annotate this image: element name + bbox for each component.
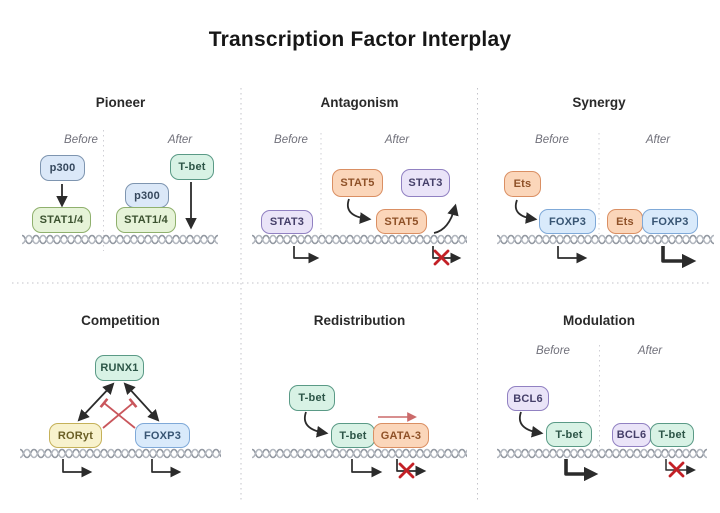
tf-box-foxp3: FOXP3 — [539, 209, 596, 234]
tf-box-p300: p300 — [40, 155, 85, 181]
blocked-transcription-arrow — [432, 246, 462, 264]
tf-box-stat5: STAT5 — [376, 209, 427, 234]
blocked-transcription-arrow — [396, 459, 427, 477]
dna-helix — [252, 233, 467, 247]
tf-box-stat14: STAT1/4 — [32, 207, 91, 233]
panel-title-redistribution: Redistribution — [313, 313, 406, 328]
inhibition-cross — [99, 397, 138, 429]
tf-box-stat5: STAT5 — [332, 169, 383, 197]
page-title: Transcription Factor Interplay — [208, 28, 512, 51]
before-label: Before — [64, 134, 98, 146]
blocked-transcription-arrow — [665, 459, 696, 475]
tf-box-stat3: STAT3 — [401, 169, 450, 197]
dna-helix — [252, 447, 467, 461]
tf-box-tbet: T-bet — [331, 423, 375, 448]
dna-helix — [497, 447, 707, 461]
tf-box-tbet: T-bet — [650, 423, 694, 447]
tf-box-runx1: RUNX1 — [95, 355, 144, 381]
transcription-arrow — [293, 246, 320, 264]
tf-box-p300: p300 — [125, 183, 169, 208]
before-label: Before — [274, 134, 308, 146]
after-label: After — [384, 134, 410, 146]
grid-dividers — [12, 88, 710, 502]
panel-title-competition: Competition — [81, 313, 160, 328]
panel-title-pioneer: Pioneer — [95, 95, 146, 110]
blocked-x-icon — [668, 461, 685, 478]
before-label: Before — [535, 134, 569, 146]
after-label: After — [645, 134, 671, 146]
strong-transcription-arrow — [661, 246, 697, 269]
tf-box-roryt: RORyt — [49, 423, 102, 448]
after-label: After — [637, 345, 663, 357]
recruitment-arrow — [514, 199, 538, 224]
strong-transcription-arrow — [564, 459, 599, 482]
recruitment-arrow — [347, 198, 372, 224]
transcription-arrow — [557, 246, 588, 264]
panel-title-modulation: Modulation — [563, 313, 635, 328]
tf-box-stat14: STAT1/4 — [116, 207, 176, 233]
tf-box-foxp3: FOXP3 — [135, 423, 190, 448]
dna-helix — [22, 233, 218, 247]
tf-box-ets: Ets — [504, 171, 541, 197]
dna-helix — [497, 233, 714, 247]
eviction-arrow — [433, 203, 459, 234]
tf-box-gata3: GATA-3 — [373, 423, 429, 448]
transcription-arrow — [151, 459, 182, 478]
blocked-x-icon — [398, 462, 415, 479]
tf-box-tbet: T-bet — [170, 154, 214, 180]
transcription-arrow — [62, 459, 93, 478]
recruitment-arrow — [304, 411, 329, 438]
before-label: Before — [536, 345, 570, 357]
recruitment-arrow — [519, 411, 544, 438]
tf-box-foxp3: FOXP3 — [642, 209, 698, 234]
panel-title-synergy: Synergy — [572, 95, 626, 110]
double-arrow — [77, 382, 115, 422]
tf-box-ets: Ets — [607, 209, 643, 234]
blocked-x-icon — [433, 249, 450, 266]
dna-helix — [20, 447, 221, 461]
tf-box-stat3: STAT3 — [261, 210, 313, 234]
tf-box-bcl6: BCL6 — [507, 386, 549, 411]
panel-title-antagonism: Antagonism — [320, 95, 399, 110]
tf-box-tbet: T-bet — [289, 385, 335, 411]
tf-box-bcl6: BCL6 — [612, 423, 651, 447]
tf-box-tbet: T-bet — [546, 422, 592, 447]
before-after-dividers — [103, 130, 600, 450]
transcription-arrow — [351, 459, 383, 478]
double-arrow — [123, 382, 160, 422]
after-label: After — [167, 134, 193, 146]
